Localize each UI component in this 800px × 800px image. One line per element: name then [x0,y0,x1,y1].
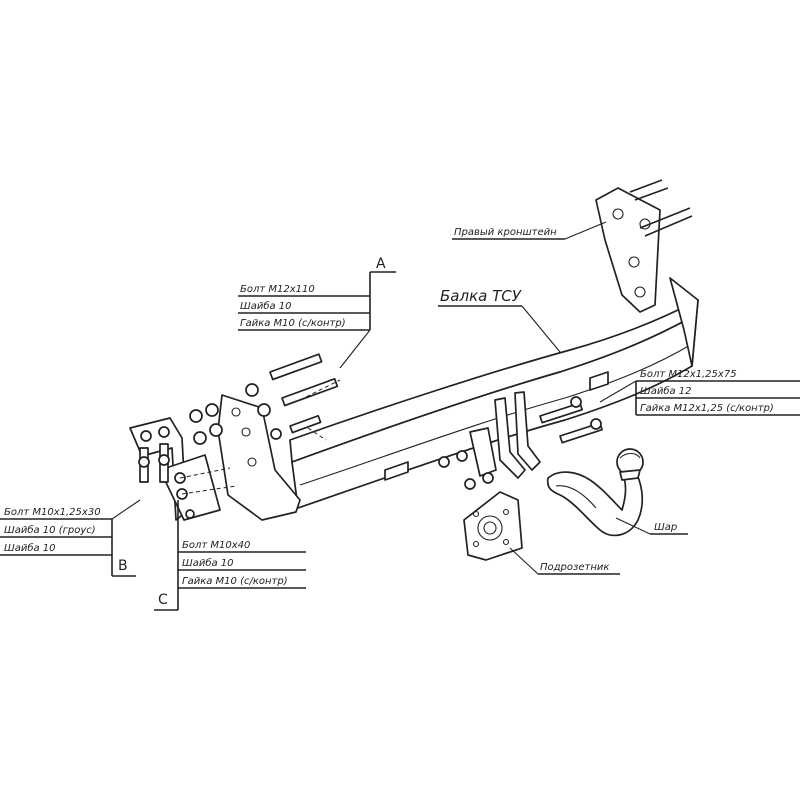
left-bracket [129,394,301,521]
callout-right: Болт М12х1,25х75 Шайба 12 Гайка М12х1,25… [599,369,800,416]
callout-a-line-1: Болт М12х110 [240,284,315,295]
callout-c-line-3: Гайка М10 (с/контр) [182,576,288,587]
label-beam: Балка ТСУ [438,287,561,353]
label-ball: Шар [615,517,688,535]
socket-plate-label: Подрозетник [540,562,609,573]
tow-ball [546,448,644,537]
right-bracket-label: Правый кронштейн [454,227,557,238]
label-right-bracket: Правый кронштейн [452,221,607,240]
callout-c: Болт М10х40 Шайба 10 Гайка М10 (с/контр)… [154,500,306,611]
callout-b-letter: B [118,558,128,574]
bolts-left [138,353,341,519]
middle-plates [438,391,603,490]
callout-a-letter: A [376,256,386,272]
beam-label: Балка ТСУ [440,287,522,305]
callout-a-line-2: Шайба 10 [240,300,292,312]
right-bracket [595,179,693,313]
callout-b-line-3: Шайба 10 [4,542,56,554]
callout-a-line-3: Гайка М10 (с/контр) [240,318,346,329]
callout-right-line-1: Болт М12х1,25х75 [640,369,737,380]
callout-c-letter: C [158,592,168,608]
callout-c-line-1: Болт М10х40 [182,540,250,551]
socket-plate [463,491,523,561]
callout-b: Болт М10х1,25х30 Шайба 10 (гроус) Шайба … [0,499,141,577]
callout-b-line-1: Болт М10х1,25х30 [4,507,101,518]
ball-label: Шар [654,522,677,533]
callout-a: Болт М12х110 Шайба 10 Гайка М10 (с/контр… [238,256,396,369]
callout-right-line-3: Гайка М12х1,25 (с/контр) [640,403,774,414]
callout-right-line-2: Шайба 12 [640,385,692,397]
callout-b-line-2: Шайба 10 (гроус) [4,524,96,536]
callout-c-line-2: Шайба 10 [182,557,234,569]
label-socket-plate: Подрозетник [509,547,620,575]
